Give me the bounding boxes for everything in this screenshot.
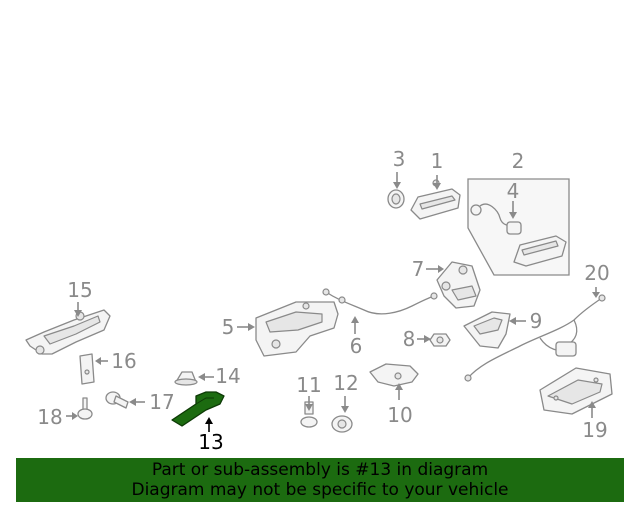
callout-7: 7 — [412, 257, 425, 281]
part-17-screw[interactable] — [105, 391, 129, 409]
part-6-cable[interactable] — [322, 288, 438, 315]
callout-1: 1 — [431, 149, 444, 173]
callout-4: 4 — [507, 179, 520, 203]
callout-9: 9 — [530, 309, 543, 333]
callout-5: 5 — [222, 315, 235, 339]
callout-16: 16 — [111, 349, 136, 373]
banner-line-2: Diagram may not be specific to your vehi… — [131, 480, 509, 500]
part-5-lock-assembly[interactable] — [255, 301, 339, 357]
callout-15: 15 — [67, 278, 92, 302]
part-3-grommet[interactable] — [387, 189, 405, 209]
part-16-bracket[interactable] — [79, 353, 95, 385]
banner-line-1: Part or sub-assembly is #13 in diagram — [151, 460, 489, 480]
callout-12: 12 — [333, 371, 358, 395]
part-10-bracket[interactable] — [369, 363, 419, 387]
callout-18: 18 — [37, 405, 62, 429]
callout-8: 8 — [403, 327, 416, 351]
part-12-grommet[interactable] — [331, 415, 353, 433]
callout-17: 17 — [149, 390, 174, 414]
callout-20: 20 — [584, 261, 609, 285]
part-8-nut[interactable] — [429, 333, 451, 347]
callout-11: 11 — [296, 373, 321, 397]
part-18-bolt[interactable] — [77, 397, 93, 420]
callout-3: 3 — [393, 147, 406, 171]
part-14-clip[interactable] — [174, 371, 198, 386]
callout-14: 14 — [215, 364, 240, 388]
callout-19: 19 — [582, 418, 607, 442]
part-4-cable-switch[interactable] — [470, 203, 567, 267]
callout-13: 13 — [198, 430, 223, 454]
part-13-bracket-highlighted[interactable] — [171, 391, 225, 427]
callout-2: 2 — [512, 149, 525, 173]
part-19-module[interactable] — [539, 367, 613, 415]
part-9-latch[interactable] — [463, 311, 511, 349]
info-banner: Part or sub-assembly is #13 in diagram D… — [16, 458, 624, 502]
part-1-switch[interactable] — [410, 179, 461, 220]
part-7-actuator[interactable] — [436, 261, 481, 309]
part-20-harness[interactable] — [464, 294, 606, 382]
callout-6: 6 — [350, 334, 363, 358]
part-15-handle-bracket[interactable] — [25, 309, 111, 355]
callout-10: 10 — [387, 403, 412, 427]
